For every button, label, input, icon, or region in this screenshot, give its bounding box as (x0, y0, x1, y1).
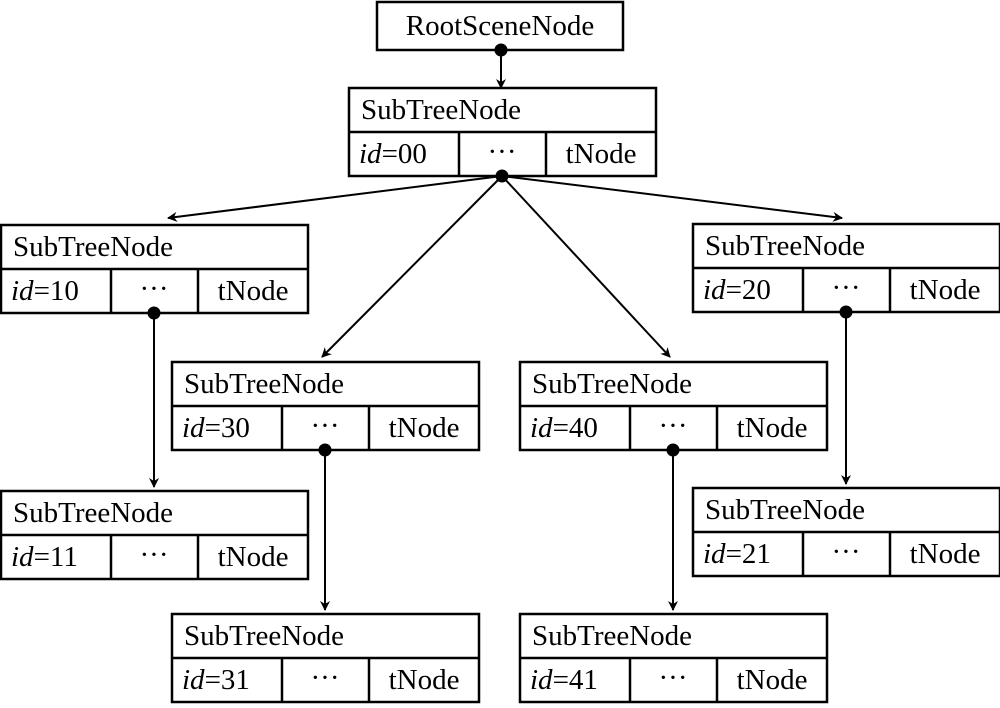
subtree-node-tnode: tNode (910, 274, 981, 306)
id-value: =11 (34, 541, 78, 573)
root-scene-node-label: RootSceneNode (406, 10, 594, 42)
subtree-node-30: SubTreeNode id=30 ··· tNode (170, 360, 481, 452)
subtree-node-11: SubTreeNode id=11 ··· tNode (0, 489, 310, 581)
subtree-node-ellipsis: ··· (659, 662, 688, 694)
subtree-node-ellipsis: ··· (140, 273, 169, 305)
id-value: =40 (553, 412, 598, 444)
subtree-node-id: id=41 (530, 664, 598, 696)
root-scene-node-box (375, 0, 625, 52)
id-prefix: id (530, 412, 553, 444)
id-prefix: id (530, 664, 553, 696)
subtree-node-id: id=40 (530, 412, 598, 444)
subtree-node-ellipsis: ··· (832, 536, 861, 568)
root-scene-node: RootSceneNode (375, 0, 625, 52)
subtree-node-ellipsis: ··· (311, 662, 340, 694)
subtree-node-id: id=30 (182, 412, 250, 444)
subtree-node-id: id=00 (359, 138, 427, 170)
subtree-node-tnode: tNode (389, 412, 460, 444)
id-prefix: id (703, 274, 726, 306)
subtree-node-title: SubTreeNode (13, 497, 173, 529)
subtree-node-tnode: tNode (218, 275, 289, 307)
subtree-node-title: SubTreeNode (184, 368, 344, 400)
subtree-node-tnode: tNode (737, 412, 808, 444)
id-prefix: id (11, 275, 34, 307)
subtree-node-id: id=20 (703, 274, 771, 306)
id-value: =21 (726, 538, 771, 570)
pointer-dot-40 (666, 443, 680, 457)
subtree-node-00: SubTreeNode id=00 ··· tNode (347, 86, 658, 178)
pointer-dot-30 (318, 443, 332, 457)
id-value: =10 (34, 275, 79, 307)
id-value: =31 (205, 664, 250, 696)
subtree-node-20: SubTreeNode id=20 ··· tNode (691, 222, 1000, 314)
subtree-node-ellipsis: ··· (488, 136, 517, 168)
id-prefix: id (182, 412, 205, 444)
subtree-node-tnode: tNode (737, 664, 808, 696)
pointer-dot-20 (839, 305, 853, 319)
subtree-node-id: id=31 (182, 664, 250, 696)
edge-00-to-20 (501, 175, 843, 222)
id-prefix: id (359, 138, 382, 170)
pointer-dot-10 (147, 306, 161, 320)
subtree-node-10: SubTreeNode id=10 ··· tNode (0, 223, 310, 315)
subtree-node-31: SubTreeNode id=31 ··· tNode (170, 612, 481, 704)
subtree-node-title: SubTreeNode (705, 494, 865, 526)
edges-layer (147, 43, 853, 611)
edge-00-to-30 (321, 175, 503, 358)
id-value: =00 (382, 138, 427, 170)
id-prefix: id (182, 664, 205, 696)
subtree-node-tnode: tNode (218, 541, 289, 573)
subtree-node-id: id=11 (11, 541, 78, 573)
edge-00-to-40 (501, 175, 671, 358)
subtree-node-tnode: tNode (389, 664, 460, 696)
id-value: =41 (553, 664, 598, 696)
subtree-node-title: SubTreeNode (705, 230, 865, 262)
id-value: =30 (205, 412, 250, 444)
pointer-dot-root (494, 43, 508, 57)
subtree-node-40: SubTreeNode id=40 ··· tNode (518, 360, 829, 452)
subtree-node-ellipsis: ··· (140, 539, 169, 571)
subtree-node-title: SubTreeNode (532, 368, 692, 400)
subtree-node-title: SubTreeNode (361, 94, 521, 126)
subtree-node-ellipsis: ··· (659, 410, 688, 442)
subtree-node-ellipsis: ··· (832, 272, 861, 304)
subtree-node-21: SubTreeNode id=21 ··· tNode (691, 486, 1000, 578)
subtree-node-tnode: tNode (566, 138, 637, 170)
subtree-node-title: SubTreeNode (13, 231, 173, 263)
id-prefix: id (703, 538, 726, 570)
subtree-node-41: SubTreeNode id=41 ··· tNode (518, 612, 829, 704)
subtree-node-id: id=21 (703, 538, 771, 570)
subtree-node-ellipsis: ··· (311, 410, 340, 442)
subtree-node-id: id=10 (11, 275, 79, 307)
id-value: =20 (726, 274, 771, 306)
subtree-node-title: SubTreeNode (184, 620, 344, 652)
subtree-node-tnode: tNode (910, 538, 981, 570)
id-prefix: id (11, 541, 34, 573)
edge-00-to-10 (167, 175, 503, 222)
subtree-node-title: SubTreeNode (532, 620, 692, 652)
